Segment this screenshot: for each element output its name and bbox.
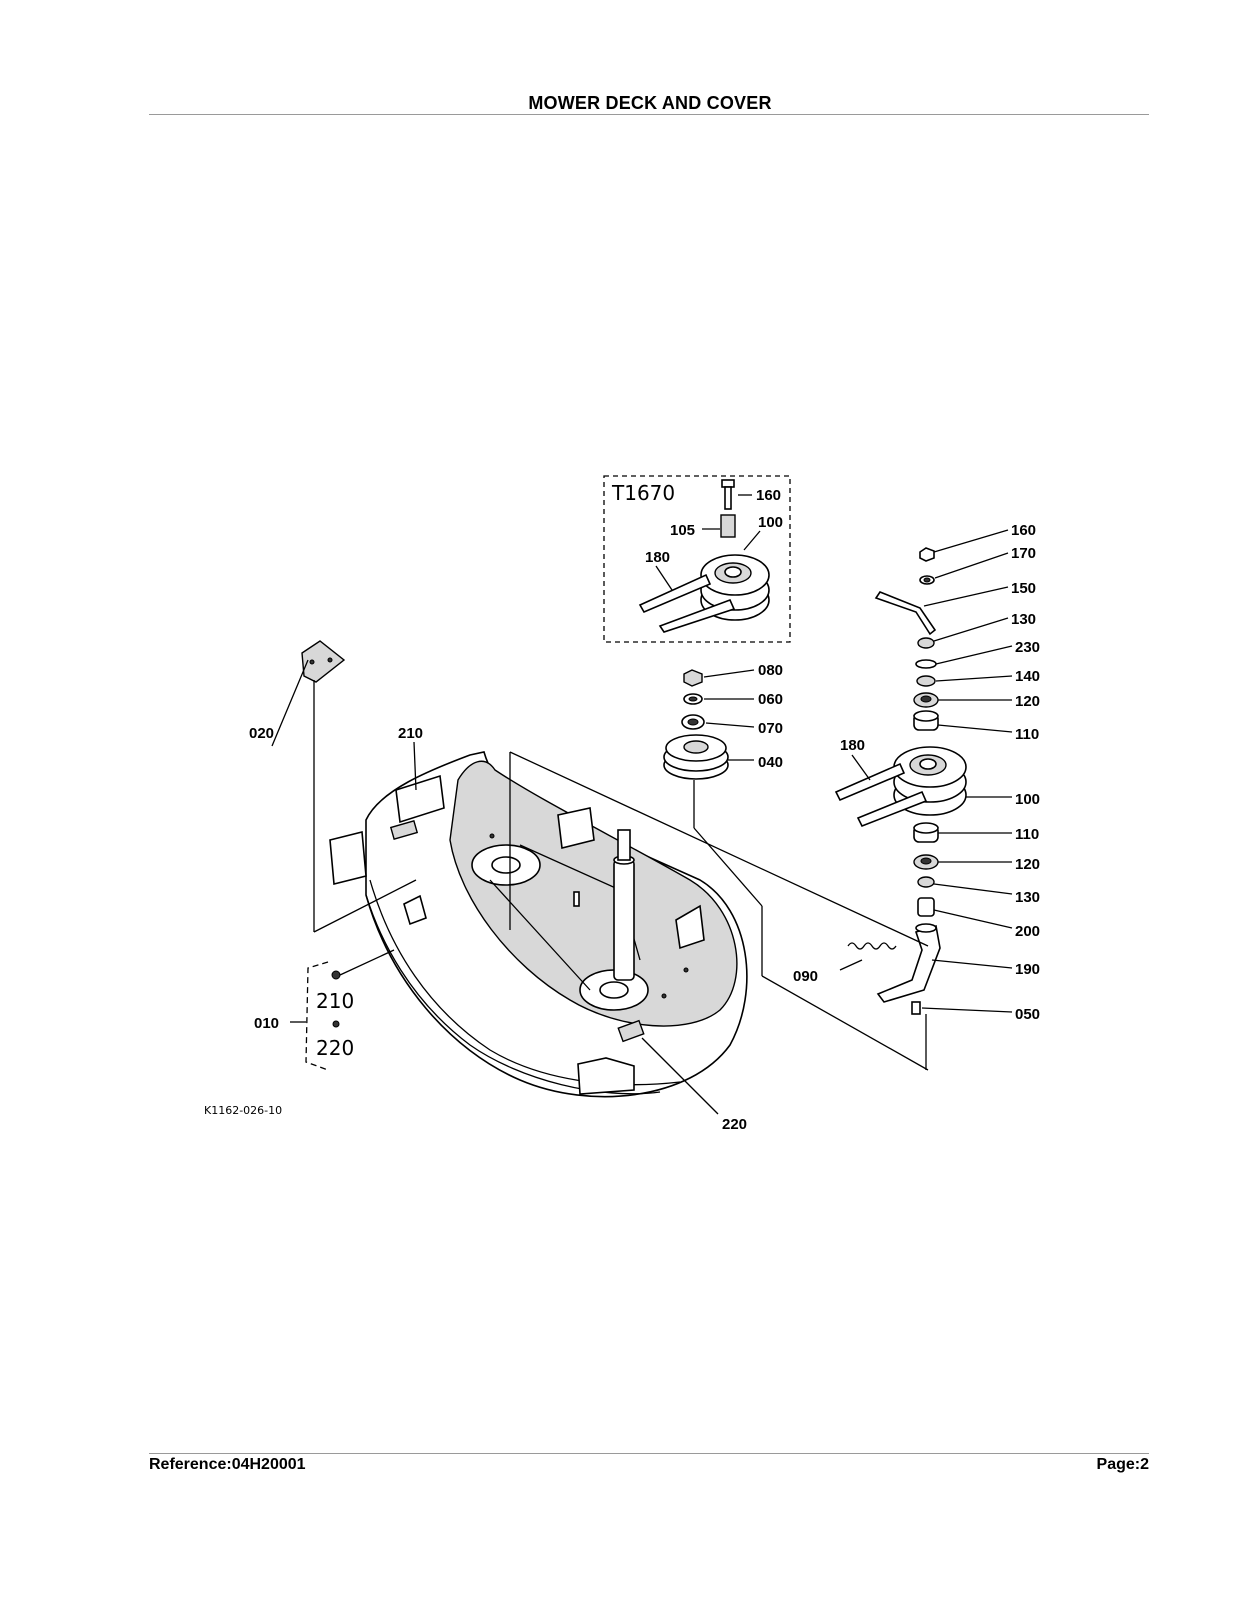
page-title: MOWER DECK AND COVER [528, 93, 772, 113]
footer-divider [149, 1453, 1149, 1454]
kit-010 [290, 949, 395, 1071]
callout-060: 060 [758, 691, 783, 708]
reference-number: Reference:04H20001 [149, 1456, 306, 1473]
callout-right-120-top: 120 [1015, 693, 1040, 710]
callout-right-230: 230 [1015, 639, 1040, 656]
inset-label: T1670 [611, 481, 675, 505]
callout-right-160: 160 [1011, 522, 1036, 539]
callout-070: 070 [758, 720, 783, 737]
callout-080: 080 [758, 662, 783, 679]
callout-right-130-top: 130 [1011, 611, 1036, 628]
plate-020 [271, 640, 417, 933]
callout-040: 040 [758, 754, 783, 771]
callout-right-170: 170 [1011, 545, 1036, 562]
callout-right-120-bottom: 120 [1015, 856, 1040, 873]
callout-210-top: 210 [398, 725, 423, 742]
callout-kit-210: 210 [316, 989, 354, 1013]
right-idler-stack [834, 529, 1013, 1070]
callout-right-200: 200 [1015, 923, 1040, 940]
header-divider [149, 114, 1149, 115]
callout-inset-105: 105 [670, 522, 695, 539]
inset-box: T1670 [603, 475, 791, 643]
mower-deck [329, 751, 929, 1098]
callout-right-130-bottom: 130 [1015, 889, 1040, 906]
callout-kit-220: 220 [316, 1036, 354, 1060]
callout-right-110-bottom: 110 [1015, 826, 1039, 843]
callout-020: 020 [249, 725, 274, 742]
callout-090: 090 [793, 968, 818, 985]
callout-right-180: 180 [840, 737, 865, 754]
callout-right-150: 150 [1011, 580, 1036, 597]
callout-right-050: 050 [1015, 1006, 1040, 1023]
page-number: Page:2 [1096, 1456, 1149, 1473]
callout-right-140: 140 [1015, 668, 1040, 685]
callout-right-190: 190 [1015, 961, 1040, 978]
callout-220-bottom: 220 [722, 1116, 747, 1133]
callout-inset-100: 100 [758, 514, 783, 531]
callout-right-110-top: 110 [1015, 726, 1039, 743]
center-pulley-stack [663, 669, 763, 907]
callout-right-100: 100 [1015, 791, 1040, 808]
callout-inset-180: 180 [645, 549, 670, 566]
figure-code: K1162-026-10 [204, 1104, 282, 1117]
callout-010: 010 [254, 1015, 279, 1032]
callout-inset-160: 160 [756, 487, 781, 504]
